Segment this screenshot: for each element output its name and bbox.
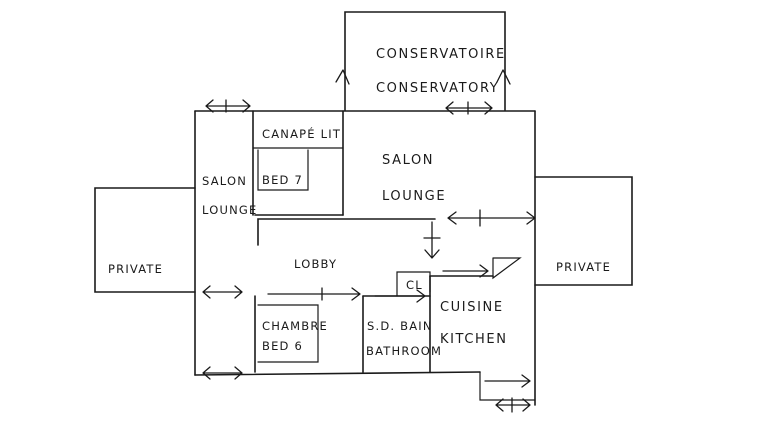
- private-right-label: PRIVATE: [556, 260, 611, 274]
- door-arrow: [202, 285, 243, 299]
- door-arrow: [335, 69, 350, 85]
- conservatory-label-en: CONSERVATORY: [376, 81, 499, 96]
- cupboard-label: CL: [406, 278, 423, 292]
- bathroom-label-fr: S.D. BAIN: [367, 319, 433, 333]
- left-lounge-label-fr: SALON: [202, 174, 247, 188]
- door-arrow: [496, 69, 511, 85]
- lobby-top-wall: [257, 218, 436, 246]
- private-left-label: PRIVATE: [108, 262, 163, 276]
- door-arrow: [374, 289, 426, 303]
- door-arrow: [442, 264, 489, 278]
- bed7-box: [257, 149, 309, 191]
- bedroom-label-en: BED 6: [262, 339, 303, 353]
- cupboard-walls: [396, 271, 431, 297]
- bed7-label: BED 7: [262, 173, 303, 187]
- kitchen-label-fr: CUISINE: [440, 300, 504, 315]
- door-arrow: [202, 366, 243, 380]
- conservatory-walls: [344, 11, 506, 111]
- kitchen-label-en: KITCHEN: [440, 332, 508, 347]
- outer-bottom-wall: [194, 371, 481, 376]
- door-arrow: [445, 101, 493, 115]
- left-lounge-label-en: LOUNGE: [202, 203, 257, 217]
- main-lounge-label-fr: SALON: [382, 153, 434, 168]
- room-labels: CONSERVATOIRE CONSERVATORY CANAPÉ LIT BE…: [108, 47, 611, 358]
- private-left-walls: [94, 187, 196, 293]
- walls: [94, 11, 633, 406]
- sofa-bed-label: CANAPÉ LIT: [262, 126, 341, 141]
- door-arrow: [267, 287, 361, 301]
- bedroom-label-fr: CHAMBRE: [262, 319, 328, 333]
- lobby-label: LOBBY: [294, 257, 337, 271]
- back-step: [479, 371, 536, 401]
- door-arrow: [205, 99, 251, 113]
- door-arrow: [495, 397, 531, 413]
- door-arrow: [447, 209, 536, 227]
- conservatory-label-fr: CONSERVATOIRE: [376, 47, 506, 62]
- door-arrow: [423, 221, 441, 259]
- bed6-box: [257, 304, 319, 363]
- main-lounge-label-en: LOUNGE: [382, 189, 446, 204]
- door-arrow: [484, 374, 531, 388]
- kitchen-door-frame: [492, 257, 522, 280]
- bathroom-label-en: BATHROOM: [366, 344, 442, 358]
- private-right-walls: [534, 176, 633, 286]
- door-arrows: [202, 69, 536, 413]
